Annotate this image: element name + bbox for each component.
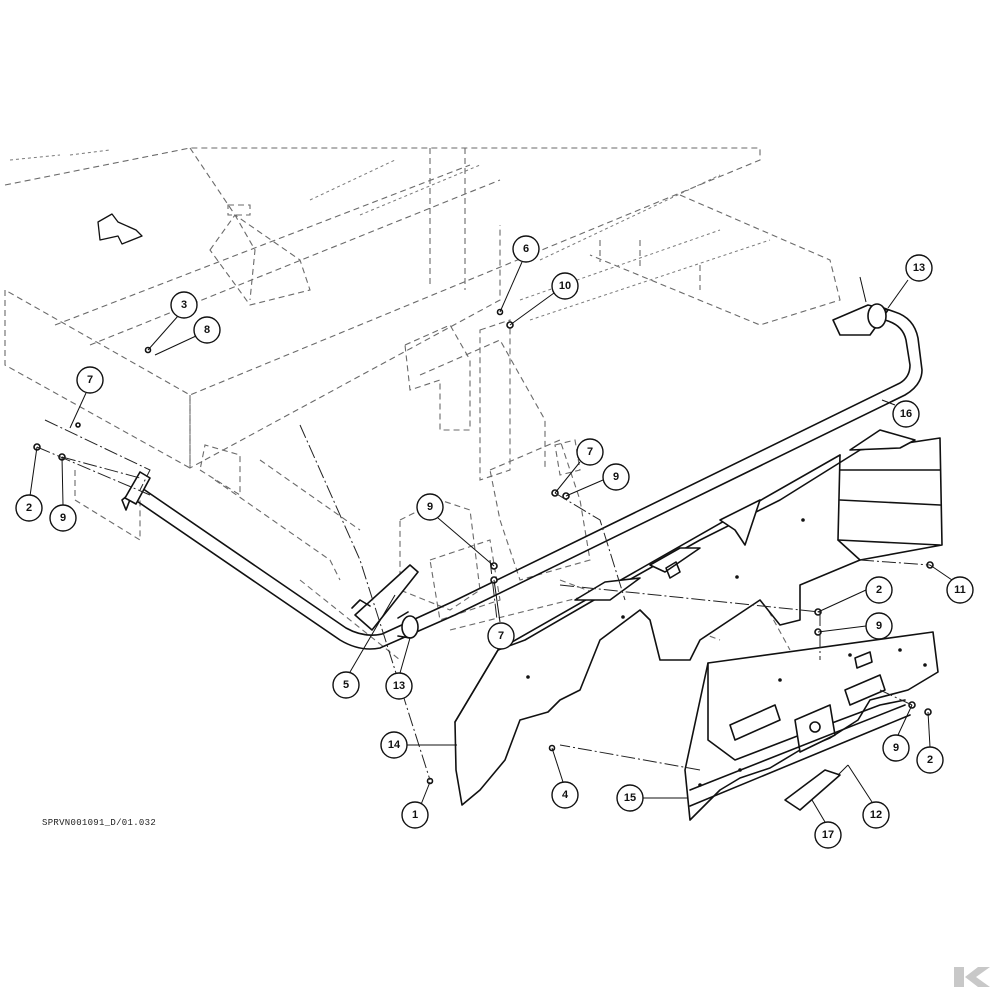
callout-7: 7 [554,438,604,494]
svg-text:16: 16 [900,408,912,420]
svg-text:9: 9 [60,512,66,524]
svg-text:1: 1 [412,809,418,821]
svg-text:10: 10 [559,280,571,292]
reflector [784,764,849,811]
svg-text:9: 9 [613,471,619,483]
callout-9: 9 [565,463,630,497]
svg-text:15: 15 [624,792,636,804]
callout-7: 7 [487,579,515,650]
callout-4: 4 [551,747,579,809]
guard-shield [454,429,943,806]
callout-13: 13 [887,254,933,309]
svg-text:9: 9 [876,620,882,632]
callout-14: 14 [380,731,457,759]
callout-13: 13 [385,637,413,700]
callout-16: 16 [881,399,920,428]
direction-arrow-icon [97,213,143,245]
callout-9: 9 [49,456,77,532]
tube-frame [121,305,923,650]
callout-2: 2 [15,446,43,522]
machine-body-phantom [4,147,841,661]
callout-6: 6 [499,235,540,313]
mounting-plate [684,631,939,821]
svg-text:7: 7 [87,374,93,386]
callout-9: 9 [817,612,893,640]
svg-text:4: 4 [562,789,569,801]
callout-2: 2 [817,576,893,613]
svg-text:7: 7 [498,630,504,642]
lamp-right [832,276,889,336]
assembly-lines [36,419,931,781]
svg-text:9: 9 [427,501,433,513]
callout-1: 1 [401,781,431,829]
svg-text:2: 2 [927,754,933,766]
callout-5: 5 [332,594,396,699]
svg-text:12: 12 [870,809,882,821]
callout-17: 17 [811,799,842,849]
svg-text:5: 5 [343,679,349,691]
callout-15: 15 [616,784,688,812]
svg-text:13: 13 [913,262,925,274]
svg-text:9: 9 [893,742,899,754]
svg-text:2: 2 [876,584,882,596]
callout-11: 11 [929,564,974,604]
svg-text:13: 13 [393,680,405,692]
callout-9: 9 [416,493,495,567]
svg-text:6: 6 [523,243,529,255]
callout-8: 8 [154,316,221,356]
svg-text:2: 2 [26,502,32,514]
svg-text:3: 3 [181,299,187,311]
brand-k-logo-icon [954,967,990,987]
callout-2: 2 [916,711,944,774]
lamp-left [351,564,419,639]
callout-7: 7 [69,366,104,429]
svg-text:7: 7 [587,446,593,458]
drawing-reference-code: SPRVN001091_D/01.032 [42,818,157,828]
svg-text:8: 8 [204,324,210,336]
svg-text:11: 11 [954,584,966,596]
svg-text:17: 17 [822,829,834,841]
callout-12: 12 [847,764,890,829]
svg-text:14: 14 [388,739,401,751]
callout-9: 9 [882,704,913,762]
callout-10: 10 [509,272,579,326]
callout-3: 3 [147,291,198,351]
